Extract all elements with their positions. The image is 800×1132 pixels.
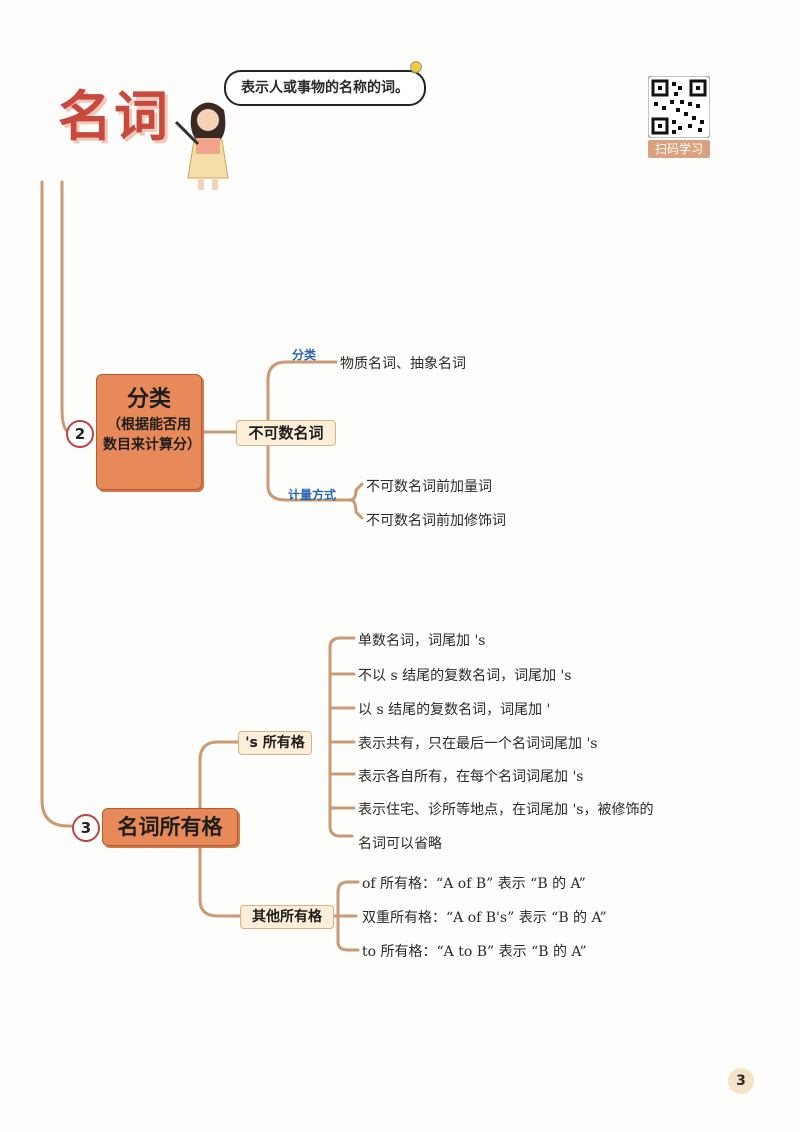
s-rule-item: 表示共有，只在最后一个名词词尾加 's [358,736,598,752]
classification-title: 分类 [126,387,171,412]
possessive-box: 名词所有格 [102,808,238,846]
s-possessive-node: 's 所有格 [238,731,312,755]
page-title: 名词 [58,85,170,148]
page-number: 3 [728,1068,754,1094]
s-rule-item: 不以 s 结尾的复数名词，词尾加 's [358,668,572,684]
uncountable-noun-node: 不可数名词 [236,420,336,446]
s-rule-item: 单数名词，词尾加 's [358,633,486,649]
s-rule-item-cont: 名词可以省略 [358,836,442,852]
other-rule-item: 双重所有格：“A of B's” 表示 “B 的 A” [362,910,607,926]
tag-classification: 分类 [292,348,317,362]
other-rule-item: of 所有格：“A of B” 表示 “B 的 A” [362,876,586,892]
s-rule-item: 表示各自所有，在每个名词词尾加 's [358,769,584,785]
teacher-illustration [174,102,229,190]
bubble-dot-decoration [410,61,422,73]
class-text: 物质名词、抽象名词 [340,356,466,372]
qr-code[interactable] [647,75,711,158]
qr-code-icon [647,75,711,139]
qr-label: 扫码学习 [648,140,710,158]
tag-measure: 计量方式 [288,488,337,502]
other-rule-item: to 所有格：“A to B” 表示 “B 的 A” [362,944,587,960]
classification-box: 分类 （根据能否用数目来计算分） [96,374,202,490]
definition-bubble: 表示人或事物的名称的词。 [224,70,426,106]
other-possessive-node: 其他所有格 [240,905,334,929]
section-number-2: 2 [66,420,94,448]
measure-item: 不可数名词前加量词 [366,479,492,495]
s-rule-item: 以 s 结尾的复数名词，词尾加 ' [358,702,551,718]
classification-subtitle: （根据能否用数目来计算分） [103,417,201,453]
section-number-3: 3 [72,814,100,842]
measure-item: 不可数名词前加修饰词 [366,513,506,529]
s-rule-item: 表示住宅、诊所等地点，在词尾加 's，被修饰的 [358,802,654,818]
